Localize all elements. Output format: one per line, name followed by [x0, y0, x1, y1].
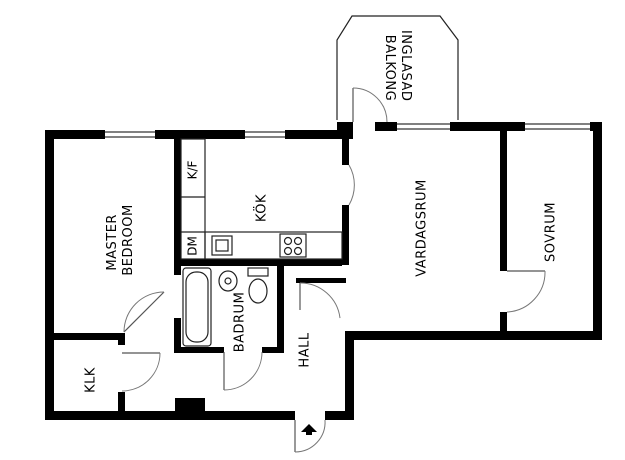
bathtub-icon	[182, 267, 212, 347]
label-living-room: VARDAGSRUM	[415, 179, 430, 277]
walls	[45, 122, 602, 420]
stove-burner-icon	[283, 236, 293, 246]
toilet-tank-icon	[247, 267, 269, 277]
balcony-outline	[336, 15, 459, 120]
counter-left	[180, 138, 206, 260]
entrance-arrow-icon	[301, 424, 317, 435]
label-kf: K/F	[186, 161, 200, 180]
label-balcony: INGLASAD BALKONG	[383, 30, 414, 106]
label-dm: DM	[186, 236, 200, 256]
label-closet: KLK	[84, 367, 99, 393]
sink-icon	[211, 235, 233, 256]
counter-bottom	[204, 231, 343, 260]
washbasin-icon	[218, 270, 238, 292]
bathroom-fixtures	[182, 267, 269, 347]
label-hall: HALL	[298, 332, 313, 367]
label-bathroom: BADRUM	[233, 292, 248, 353]
windows	[105, 123, 590, 138]
room-labels: INGLASAD BALKONG MASTER BEDROOM KÖK K/F …	[84, 30, 559, 393]
label-bedroom: SOVRUM	[544, 202, 559, 262]
kitchen-fixtures	[180, 138, 343, 260]
doors	[121, 87, 546, 453]
toilet-icon	[248, 278, 268, 304]
label-kitchen: KÖK	[253, 194, 270, 222]
label-master-bedroom: MASTER BEDROOM	[105, 204, 136, 275]
